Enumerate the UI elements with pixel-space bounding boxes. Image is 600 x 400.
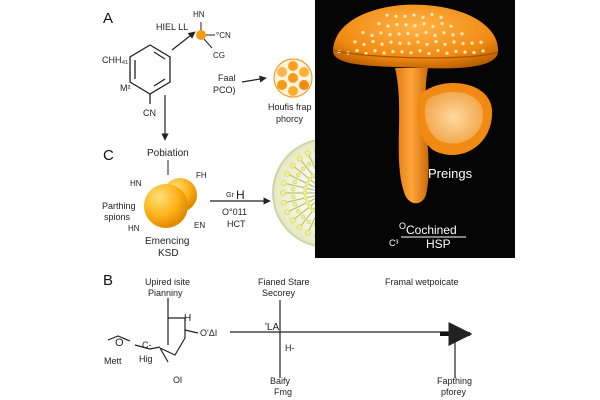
pobiation-label: Pobiation bbox=[147, 148, 189, 159]
b-me-group: O bbox=[115, 337, 124, 349]
faal-label: Faal bbox=[218, 73, 236, 83]
fh-label: FH bbox=[196, 171, 207, 180]
yellow-spheres bbox=[144, 178, 197, 228]
pco-label: PCO) bbox=[213, 85, 236, 95]
col3-title: Framal wetpoicate bbox=[385, 277, 459, 287]
formula-sub: C³ bbox=[389, 238, 399, 248]
arrow-ring-to-node bbox=[171, 31, 196, 51]
en-label: EN bbox=[194, 221, 205, 230]
formula-sup: O bbox=[399, 221, 406, 231]
arrow-to-flower bbox=[241, 75, 267, 83]
b-fapthing: Fapthing bbox=[437, 376, 472, 386]
panel-b-structure bbox=[107, 298, 456, 378]
emencing-label: Emencing bbox=[145, 236, 189, 247]
parthing-label: Parthing bbox=[102, 201, 136, 211]
col2-title-line2: Secorey bbox=[262, 288, 296, 298]
node-right-label: °CN bbox=[216, 31, 231, 40]
panel-label-b: B bbox=[103, 272, 113, 289]
b-hig: Hig bbox=[139, 354, 153, 364]
ksd-label: KSD bbox=[158, 248, 179, 259]
hn-bottom-label: HN bbox=[128, 224, 140, 233]
ring-bottom-substituent: CN bbox=[143, 108, 156, 118]
spions-label: spions bbox=[104, 212, 131, 222]
formula-denom: HSP bbox=[426, 237, 451, 251]
ring-top-substituent: CHH₄₁ bbox=[102, 55, 128, 65]
col1-title-line1: Upired isite bbox=[145, 277, 190, 287]
formula-main: Cochined bbox=[406, 223, 457, 237]
orange-node bbox=[196, 30, 206, 40]
col2-title-line1: Fianed Stare bbox=[258, 277, 310, 287]
b-mett: Mett bbox=[104, 356, 122, 366]
arrow-gr-label: Gr bbox=[226, 192, 234, 199]
node-bottom-label: CG bbox=[213, 51, 225, 60]
node-top-label: HN bbox=[193, 10, 205, 19]
arrow-h-label: H bbox=[236, 188, 245, 202]
b-baify: Baify bbox=[270, 376, 291, 386]
mushroom-photo bbox=[315, 0, 515, 258]
b-o-right: OʹΔI bbox=[200, 328, 217, 338]
arrow-bottom-label: HCT bbox=[227, 219, 246, 229]
caption-line-2: phorcy bbox=[276, 114, 304, 124]
ring-left-substituent: M² bbox=[120, 83, 131, 93]
b-ol: Ol bbox=[173, 375, 182, 385]
b-h-top: H bbox=[184, 313, 191, 324]
b-c-dash: C- bbox=[142, 340, 152, 350]
caption-line-1: Houfis frap bbox=[268, 102, 312, 112]
b-pforey: pforey bbox=[441, 387, 467, 397]
benzene-ring bbox=[129, 44, 171, 104]
reagent-top-label: HIEL LL bbox=[156, 22, 188, 32]
panel-label-a: A bbox=[103, 10, 113, 27]
hn-top-label: HN bbox=[130, 179, 142, 188]
panel-label-c: C bbox=[103, 147, 114, 164]
arrow-mid-label: O°011 bbox=[222, 207, 247, 217]
b-la: ʹLA bbox=[265, 322, 279, 333]
preings-label: Preings bbox=[428, 166, 473, 181]
col1-title-line2: Pianniny bbox=[148, 288, 183, 298]
orange-cluster-icon bbox=[273, 58, 313, 98]
b-h-lower: H‐ bbox=[285, 343, 295, 353]
b-fmg: Fmg bbox=[274, 387, 292, 397]
